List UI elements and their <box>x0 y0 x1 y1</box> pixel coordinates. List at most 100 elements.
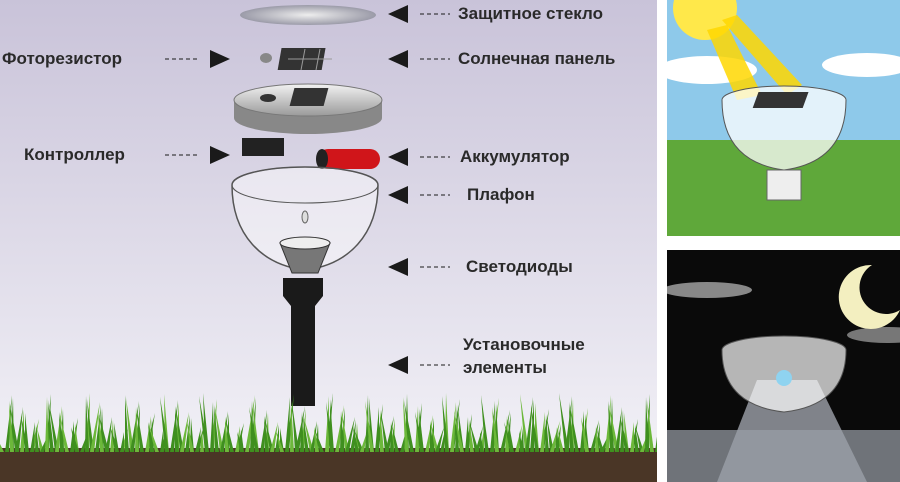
grass-blade <box>636 428 644 452</box>
grass-blade <box>275 425 279 452</box>
grass-blade <box>430 421 434 452</box>
grass-blade <box>520 394 529 452</box>
grass-blade <box>635 425 639 452</box>
grass-blade <box>160 431 164 452</box>
label-controller: Контроллер <box>24 145 125 164</box>
controller <box>242 138 284 156</box>
grass-blade <box>265 419 274 452</box>
label-solar-panel: Солнечная панель <box>458 49 616 68</box>
grass-blade <box>570 405 579 452</box>
label-mounting-2: элементы <box>463 358 547 377</box>
grass-blade <box>325 396 329 452</box>
photoresistor <box>260 53 272 63</box>
grass-blade <box>187 421 194 452</box>
grass-blade <box>525 397 533 452</box>
grass-blade <box>130 401 139 452</box>
grass-blade <box>200 430 204 452</box>
grass-blade <box>581 417 589 452</box>
grass-blade <box>595 426 599 452</box>
grass-blade <box>304 418 314 452</box>
grass-blade <box>559 393 569 452</box>
grass-blade <box>215 408 224 452</box>
grass-blade <box>85 396 89 452</box>
grass-blade <box>10 404 19 452</box>
grass-blade <box>48 400 54 452</box>
label-shade: Плафон <box>467 185 535 204</box>
grass-blade <box>404 400 414 452</box>
moon-icon <box>838 264 900 329</box>
grass-blade <box>245 395 255 452</box>
grass-blade <box>580 411 584 452</box>
label-mounting-1: Установочные <box>463 335 585 354</box>
grass-blade <box>481 395 489 452</box>
grass-blade <box>276 431 284 452</box>
grass-blade <box>235 426 240 452</box>
grass-blade <box>59 412 64 452</box>
grass-blade <box>87 399 94 452</box>
exploded-diagram: Защитное стекло Фоторезистор Солнечная п… <box>0 0 657 482</box>
grass-blade <box>569 402 574 452</box>
grass-blade <box>315 430 324 452</box>
grass-blade <box>500 410 510 452</box>
grass-blade <box>290 400 294 452</box>
grass-blade <box>264 416 269 452</box>
grass-blade <box>558 430 564 452</box>
grass-blade <box>37 428 44 452</box>
grass-blade <box>110 426 119 452</box>
grass-blade <box>345 417 355 452</box>
grass-blade <box>55 406 62 452</box>
grass-blade <box>15 407 23 452</box>
grass-blade <box>285 397 290 452</box>
grass-blade <box>354 429 364 452</box>
grass-blade <box>440 430 445 452</box>
grass-blade <box>175 406 179 452</box>
grass <box>0 393 657 452</box>
grass-blade <box>49 403 59 452</box>
grass-blade <box>300 412 304 452</box>
grass-blade <box>515 425 522 452</box>
grass-blade <box>381 413 389 452</box>
grass-blade <box>655 436 657 452</box>
grass-blade <box>608 401 614 452</box>
grass-blade <box>609 404 619 452</box>
grass-blade <box>292 403 299 452</box>
grass-blade <box>0 444 4 452</box>
grass-blade <box>590 420 599 452</box>
grass-blade <box>30 422 35 452</box>
grass-blade <box>431 424 439 452</box>
grass-blade <box>480 432 484 452</box>
grass-blade <box>220 411 228 452</box>
grass-blade <box>470 423 479 452</box>
grass-blade <box>630 422 634 452</box>
label-leds: Светодиоды <box>466 257 573 276</box>
grass-blade <box>450 402 456 452</box>
soil <box>0 448 657 482</box>
grass-blade <box>565 396 572 452</box>
grass-blade <box>442 396 449 452</box>
grass-blade <box>137 410 144 452</box>
grass-blade <box>620 410 624 452</box>
grass-blade <box>71 427 79 452</box>
grass-blade <box>226 420 234 452</box>
grass-blade <box>99 414 109 452</box>
night-illustration <box>667 250 900 482</box>
grass-blade <box>365 401 374 452</box>
grass-blade <box>314 427 319 452</box>
grass-blade <box>295 406 305 452</box>
grass-blade <box>195 427 201 452</box>
diagram-graphics <box>0 0 657 482</box>
grass-blade <box>415 406 419 452</box>
grass-blade <box>392 425 399 452</box>
grass-blade <box>148 422 154 452</box>
grass-blade <box>176 409 184 452</box>
grass-blade <box>9 401 14 452</box>
grass-blade <box>249 407 259 452</box>
grass-blade <box>125 395 129 452</box>
grass-blade <box>199 396 209 452</box>
grass-blade <box>465 417 469 452</box>
label-battery: Аккумулятор <box>460 147 570 166</box>
grass-blade <box>435 427 444 452</box>
grass-blade <box>380 410 384 452</box>
grass-blade <box>185 415 190 452</box>
grass-blade <box>530 400 534 452</box>
